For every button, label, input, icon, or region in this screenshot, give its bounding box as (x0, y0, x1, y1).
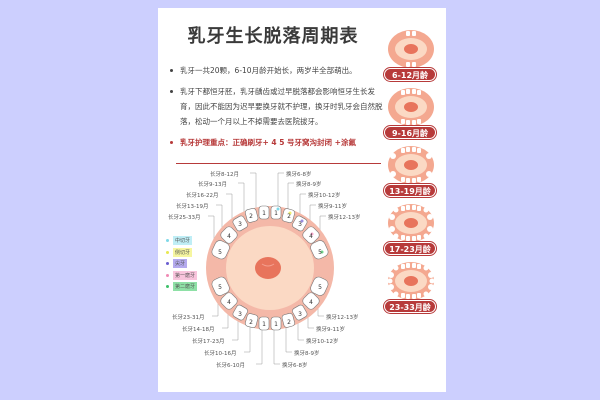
svg-text:4: 4 (227, 299, 231, 306)
tooth-label: 长牙6-10月 (216, 363, 245, 369)
tooth-label: 换牙8-9岁 (294, 351, 320, 357)
bullet-item: 乳牙一共20颗，6-10月龄开始长，两岁半全部萌出。 (170, 63, 385, 78)
tooth-label: 长牙9-13月 (198, 182, 227, 188)
svg-text:5: 5 (218, 284, 222, 291)
svg-text:4: 4 (309, 299, 313, 306)
svg-text:3: 3 (238, 311, 242, 318)
svg-text:2: 2 (287, 213, 291, 220)
teeth-diagram-icon: 1 1 2 2 3 3 4 4 5 5 5 5 4 4 3 3 2 2 1 1 (206, 172, 334, 365)
tooth-label: 长牙25-33月 (168, 215, 201, 221)
tooth-label: 换牙10-12岁 (308, 193, 341, 199)
legend-label: 尖牙 (173, 259, 188, 268)
mouth-icon (388, 88, 434, 126)
stage-label: 17-23月龄 (384, 242, 436, 255)
mouth-icon (388, 204, 434, 242)
tooth-label: 换牙9-11岁 (318, 204, 347, 210)
stage-item: 6-12月龄 (382, 28, 442, 86)
legend-dot-icon (166, 239, 169, 242)
svg-text:4: 4 (227, 233, 231, 240)
page-title: 乳牙生长脱落周期表 (187, 26, 359, 47)
tooth-label: 换牙8-9岁 (296, 182, 322, 188)
svg-text:5: 5 (218, 249, 222, 256)
legend-item: 尖牙 (166, 259, 197, 268)
mouth-icon (388, 30, 434, 68)
svg-text:2: 2 (287, 319, 291, 326)
tooth-label: 换牙6-8岁 (282, 363, 308, 369)
mouth-icon (388, 146, 434, 184)
legend-dot-icon (166, 273, 169, 277)
stage-item: 13-19月龄 (382, 144, 442, 202)
tooth-label: 换牙10-12岁 (306, 339, 339, 345)
dental-arch-diagram: 1 1 2 2 3 3 4 4 5 5 5 5 4 4 3 3 2 2 1 1 长牙8-12月 长牙… (158, 168, 388, 383)
stage-label: 9-16月龄 (384, 126, 436, 139)
legend-item: 第一磨牙 (166, 270, 198, 280)
tooth-label: 长牙13-19月 (176, 204, 209, 210)
svg-text:1: 1 (274, 321, 278, 328)
tooth-label: 换牙6-8岁 (286, 172, 312, 178)
tooth-label: 长牙17-23月 (192, 339, 225, 345)
legend-dot-icon (166, 285, 169, 288)
legend-label: 中切牙 (173, 236, 193, 245)
stage-label: 6-12月龄 (384, 68, 436, 81)
bullet-item: 乳牙下都恒牙胚，乳牙龋齿或过早脱落都会影响恒牙生长发育，因此不能因为迟早要换牙就… (170, 84, 385, 129)
svg-text:5: 5 (318, 284, 322, 291)
mouth-icon (387, 262, 435, 300)
legend-label: 第二磨牙 (173, 282, 198, 291)
legend: 中切牙 侧切牙 尖牙 第一磨牙 第二磨牙 (166, 236, 198, 294)
tooth-label: 长牙10-16月 (204, 351, 237, 357)
tooth-label: 换牙12-13岁 (326, 315, 359, 321)
tooth-label: 长牙8-12月 (210, 172, 239, 178)
svg-text:3: 3 (298, 221, 302, 228)
legend-item: 中切牙 (166, 236, 197, 245)
svg-text:5: 5 (318, 249, 322, 256)
eruption-stages: 6-12月龄 9-16月龄 13-19月龄 (382, 28, 442, 318)
tooth-label: 长牙16-22月 (186, 193, 219, 199)
svg-text:2: 2 (249, 213, 253, 220)
svg-text:4: 4 (309, 233, 313, 240)
tooth-label: 长牙23-31月 (172, 315, 205, 321)
stage-label: 23-33月龄 (384, 300, 436, 313)
tooth-label: 换牙9-11岁 (316, 327, 345, 333)
care-tip: 乳牙护理重点：正确刷牙+ 4 5 号牙窝沟封闭 +涂氟 (170, 135, 385, 150)
legend-label: 侧切牙 (173, 247, 193, 257)
stage-item: 9-16月龄 (382, 86, 442, 144)
legend-dot-icon (166, 262, 169, 265)
svg-text:2: 2 (249, 319, 253, 326)
tooth-label: 换牙12-13岁 (328, 215, 361, 221)
legend-dot-icon (166, 250, 169, 254)
svg-text:1: 1 (262, 321, 266, 328)
stage-item: 17-23月龄 (382, 202, 442, 260)
stage-item: 23-33月龄 (382, 260, 442, 318)
tooth-label: 长牙14-18月 (182, 327, 215, 333)
infographic-card: 乳牙生长脱落周期表 乳牙一共20颗，6-10月龄开始长，两岁半全部萌出。 乳牙下… (158, 8, 446, 392)
svg-text:3: 3 (298, 311, 302, 318)
legend-item: 侧切牙 (166, 247, 197, 257)
svg-text:1: 1 (274, 210, 278, 217)
svg-text:1: 1 (262, 210, 266, 217)
legend-label: 第一磨牙 (173, 270, 198, 280)
stage-label: 13-19月龄 (384, 184, 436, 197)
bullet-list: 乳牙一共20颗，6-10月龄开始长，两岁半全部萌出。 乳牙下都恒牙胚，乳牙龋齿或… (170, 63, 385, 156)
divider (176, 163, 381, 164)
svg-text:3: 3 (238, 221, 242, 228)
legend-item: 第二磨牙 (166, 282, 198, 291)
